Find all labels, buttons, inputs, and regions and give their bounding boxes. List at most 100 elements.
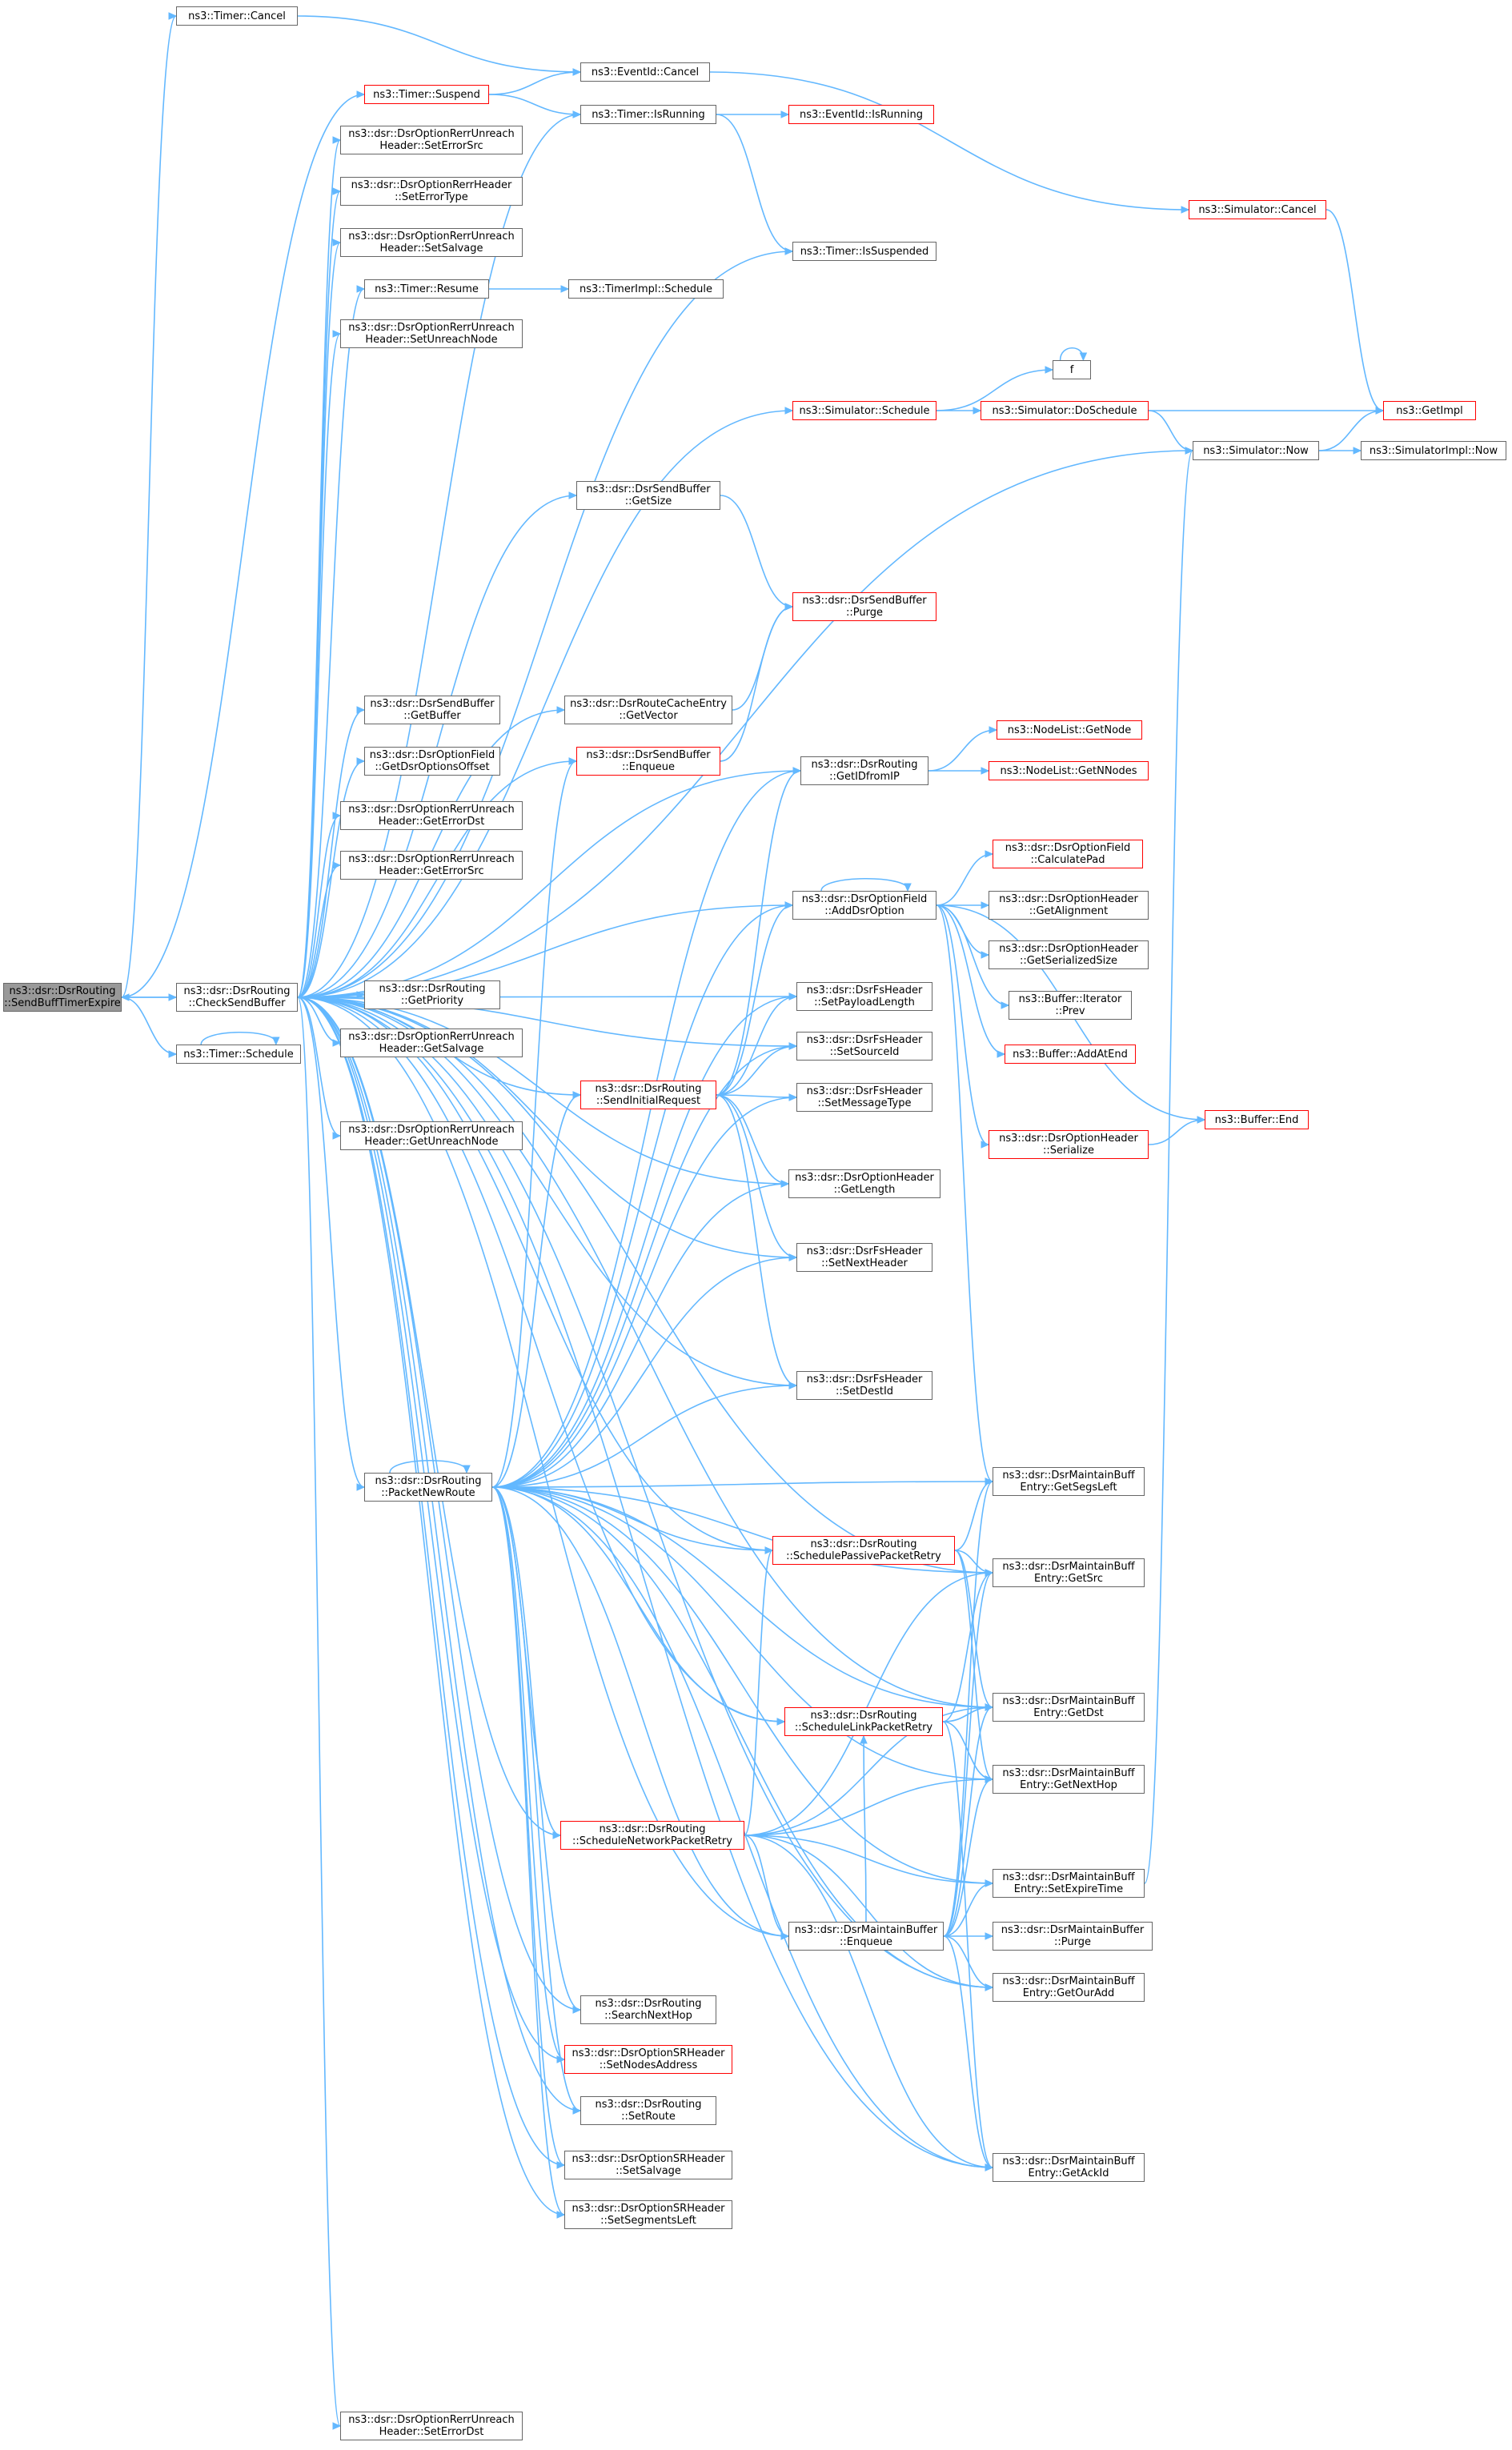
node-enqueue[interactable]: ns3::dsr::DsrSendBuffer ::Enqueue	[576, 747, 720, 776]
node-menq[interactable]: ns3::dsr::DsrMaintainBuffer ::Enqueue	[788, 1922, 944, 1951]
node-serialize[interactable]: ns3::dsr::DsrOptionHeader ::Serialize	[989, 1130, 1149, 1159]
node-simnow[interactable]: ns3::Simulator::Now	[1193, 441, 1319, 460]
node-tissusp[interactable]: ns3::Timer::IsSuspended	[792, 242, 936, 261]
edge-snpr-menq	[744, 1834, 789, 1937]
node-tsched[interactable]: ns3::Timer::Schedule	[176, 1045, 301, 1064]
node-slpr[interactable]: ns3::dsr::DsrRouting ::ScheduleLinkPacke…	[784, 1707, 943, 1736]
node-setroute[interactable]: ns3::dsr::DsrRouting ::SetRoute	[580, 2096, 716, 2125]
edge-pnr-setpaylen	[491, 996, 797, 1488]
node-nlgetnode[interactable]: ns3::NodeList::GetNode	[997, 720, 1142, 740]
node-mgetour[interactable]: ns3::dsr::DsrMaintainBuff Entry::GetOurA…	[993, 1973, 1145, 2002]
node-tisrun[interactable]: ns3::Timer::IsRunning	[580, 105, 716, 124]
node-siminow[interactable]: ns3::SimulatorImpl::Now	[1361, 441, 1506, 460]
edge-csb-sbgetsize	[297, 495, 577, 998]
node-getimpl[interactable]: ns3::GetImpl	[1383, 401, 1476, 420]
node-adddsr[interactable]: ns3::dsr::DsrOptionField ::AddDsrOption	[792, 891, 936, 920]
node-setmsgtype[interactable]: ns3::dsr::DsrFsHeader ::SetMessageType	[796, 1083, 932, 1112]
node-getser[interactable]: ns3::dsr::DsrOptionHeader ::GetSerialize…	[989, 940, 1149, 969]
node-gErrDst[interactable]: ns3::dsr::DsrOptionRerrUnreach Header::G…	[340, 801, 523, 830]
node-setdestid[interactable]: ns3::dsr::DsrFsHeader ::SetDestId	[796, 1371, 932, 1400]
node-bufend[interactable]: ns3::Buffer::End	[1205, 1110, 1309, 1129]
node-sErrType[interactable]: ns3::dsr::DsrOptionRerrHeader ::SetError…	[340, 177, 523, 206]
edge-snpr-mgetack	[744, 1834, 993, 2168]
edge-slpr-mgetsrc	[942, 1572, 993, 1722]
node-simsched[interactable]: ns3::Simulator::Schedule	[792, 401, 936, 420]
node-srsalv[interactable]: ns3::dsr::DsrOptionSRHeader ::SetSalvage	[564, 2151, 732, 2179]
node-sErrSrc[interactable]: ns3::dsr::DsrOptionRerrUnreach Header::S…	[340, 126, 523, 154]
edge-getidip-nlgetnode	[928, 729, 997, 772]
node-getalign[interactable]: ns3::dsr::DsrOptionHeader ::GetAlignment	[989, 891, 1149, 920]
edge-enqueue-purge	[720, 606, 793, 762]
node-purge[interactable]: ns3::dsr::DsrSendBuffer ::Purge	[792, 592, 936, 621]
edge-tsched-tsched	[200, 1031, 277, 1045]
node-csb[interactable]: ns3::dsr::DsrRouting ::CheckSendBuffer	[176, 983, 298, 1012]
edge-pnr-setmsgtype	[491, 1097, 797, 1488]
node-addatend[interactable]: ns3::Buffer::AddAtEnd	[1005, 1045, 1136, 1064]
node-mgetsrc[interactable]: ns3::dsr::DsrMaintainBuff Entry::GetSrc	[993, 1558, 1145, 1587]
node-eisrun[interactable]: ns3::EventId::IsRunning	[788, 105, 934, 124]
edge-csb-setroute	[297, 996, 581, 2111]
node-ecancel[interactable]: ns3::EventId::Cancel	[580, 62, 710, 82]
node-sSalv[interactable]: ns3::dsr::DsrOptionRerrUnreach Header::S…	[340, 228, 523, 257]
node-getidip[interactable]: ns3::dsr::DsrRouting ::GetIDfromIP	[800, 756, 928, 785]
node-calcpad[interactable]: ns3::dsr::DsrOptionField ::CalculatePad	[993, 840, 1143, 868]
node-sErrDst[interactable]: ns3::dsr::DsrOptionRerrUnreach Header::S…	[340, 2412, 523, 2440]
node-mgetnext[interactable]: ns3::dsr::DsrMaintainBuff Entry::GetNext…	[993, 1765, 1145, 1794]
node-rcgetvec[interactable]: ns3::dsr::DsrRouteCacheEntry ::GetVector	[564, 696, 732, 724]
edge-pnr-setsrcid	[491, 1045, 797, 1488]
node-gErrSrc[interactable]: ns3::dsr::DsrOptionRerrUnreach Header::G…	[340, 851, 523, 880]
edge-adddsr-serialize	[936, 904, 989, 1145]
node-offs[interactable]: ns3::dsr::DsrOptionField ::GetDsrOptions…	[364, 747, 500, 776]
node-mgetsegs[interactable]: ns3::dsr::DsrMaintainBuff Entry::GetSegs…	[993, 1467, 1145, 1496]
node-biterprev[interactable]: ns3::Buffer::Iterator ::Prev	[1009, 991, 1132, 1020]
edge-pnr-sendinit	[491, 1094, 581, 1488]
edge-csb-searchnext	[297, 996, 581, 2011]
edge-sbgetsize-purge	[720, 495, 793, 607]
node-snpr[interactable]: ns3::dsr::DsrRouting ::ScheduleNetworkPa…	[560, 1821, 744, 1850]
node-setsrcid[interactable]: ns3::dsr::DsrFsHeader ::SetSourceId	[796, 1032, 932, 1061]
edge-adddsr-calcpad	[936, 853, 993, 906]
node-tcancel[interactable]: ns3::Timer::Cancel	[176, 6, 298, 26]
node-pnr[interactable]: ns3::dsr::DsrRouting ::PacketNewRoute	[364, 1473, 492, 1502]
edge-pnr-setdestid	[491, 1385, 797, 1488]
edge-sendinit-setmsgtype	[716, 1094, 797, 1098]
node-gSalv[interactable]: ns3::dsr::DsrOptionRerrUnreach Header::G…	[340, 1029, 523, 1057]
node-sppr[interactable]: ns3::dsr::DsrRouting ::SchedulePassivePa…	[772, 1536, 955, 1565]
node-setnexth[interactable]: ns3::dsr::DsrFsHeader ::SetNextHeader	[796, 1243, 932, 1272]
node-getprio[interactable]: ns3::dsr::DsrRouting ::GetPriority	[364, 980, 500, 1009]
edge-menq-mgetdst	[943, 1706, 993, 1937]
node-simcancel[interactable]: ns3::Simulator::Cancel	[1189, 200, 1326, 219]
edge-sbte-tsusp	[121, 94, 365, 998]
node-sbgetbuf[interactable]: ns3::dsr::DsrSendBuffer ::GetBuffer	[364, 696, 500, 724]
node-srsegs[interactable]: ns3::dsr::DsrOptionSRHeader ::SetSegment…	[564, 2200, 732, 2229]
node-sUnreach[interactable]: ns3::dsr::DsrOptionRerrUnreach Header::S…	[340, 319, 523, 348]
edge-snpr-mgetdst	[744, 1706, 993, 1836]
node-mpurge[interactable]: ns3::dsr::DsrMaintainBuffer ::Purge	[993, 1922, 1153, 1951]
edge-csb-tresume	[297, 288, 365, 998]
node-tresume[interactable]: ns3::Timer::Resume	[364, 279, 489, 299]
node-gUnreach[interactable]: ns3::dsr::DsrOptionRerrUnreach Header::G…	[340, 1121, 523, 1150]
edge-snpr-mgetnext	[744, 1778, 993, 1836]
node-getlen[interactable]: ns3::dsr::DsrOptionHeader ::GetLength	[788, 1169, 940, 1198]
node-searchnext[interactable]: ns3::dsr::DsrRouting ::SearchNextHop	[580, 1995, 716, 2024]
edge-sendinit-setpaylen	[716, 996, 797, 1096]
node-tsusp[interactable]: ns3::Timer::Suspend	[364, 85, 489, 104]
edge-sendinit-setdestid	[716, 1094, 797, 1386]
node-nlgetn[interactable]: ns3::NodeList::GetNNodes	[989, 761, 1149, 780]
node-msetexp[interactable]: ns3::dsr::DsrMaintainBuff Entry::SetExpi…	[993, 1869, 1145, 1898]
node-dosched[interactable]: ns3::Simulator::DoSchedule	[981, 401, 1149, 420]
node-mgetack[interactable]: ns3::dsr::DsrMaintainBuff Entry::GetAckI…	[993, 2153, 1145, 2182]
edge-pnr-setnexth	[491, 1257, 797, 1488]
node-setnodes[interactable]: ns3::dsr::DsrOptionSRHeader ::SetNodesAd…	[564, 2045, 732, 2074]
edge-tsusp-ecancel	[488, 71, 581, 95]
node-sendinit[interactable]: ns3::dsr::DsrRouting ::SendInitialReques…	[580, 1081, 716, 1109]
node-fn[interactable]: f	[1053, 360, 1091, 379]
node-tisched[interactable]: ns3::TimerImpl::Schedule	[568, 279, 724, 299]
edge-serialize-bufend	[1148, 1119, 1205, 1145]
edge-simnow-getimpl	[1318, 410, 1384, 451]
node-mgetdst[interactable]: ns3::dsr::DsrMaintainBuff Entry::GetDst	[993, 1693, 1145, 1722]
edge-fn-fn	[1059, 347, 1085, 361]
node-setpaylen[interactable]: ns3::dsr::DsrFsHeader ::SetPayloadLength	[796, 982, 932, 1011]
node-sbgetsize[interactable]: ns3::dsr::DsrSendBuffer ::GetSize	[576, 481, 720, 510]
